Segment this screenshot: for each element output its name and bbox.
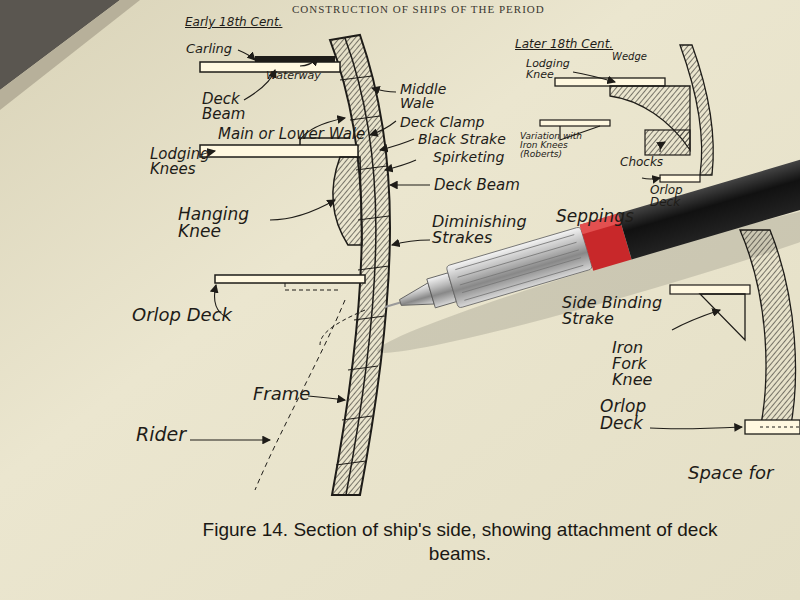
part-label: Rider bbox=[136, 425, 186, 444]
part-label: Iron Fork Knee bbox=[612, 340, 682, 388]
part-label: Main or Lower Wale bbox=[218, 127, 365, 142]
part-label: Wedge bbox=[612, 52, 647, 62]
part-label: Lodging Knee bbox=[526, 58, 574, 80]
part-label: Chocks bbox=[620, 156, 663, 168]
figure-caption: Figure 14. Section of ship's side, showi… bbox=[180, 518, 740, 566]
part-label: Carling bbox=[186, 42, 232, 55]
part-label: Variation with Iron Knees (Roberts) bbox=[520, 132, 600, 159]
part-label: Diminishing Strakes bbox=[432, 214, 542, 246]
part-label: Frame bbox=[253, 385, 310, 403]
running-head: CONSTRUCTION OF SHIPS OF THE PERIOD bbox=[292, 4, 545, 15]
mechanical-pencil bbox=[359, 132, 800, 369]
part-label: Deck Beam bbox=[202, 92, 252, 122]
part-label: Early 18th Cent. bbox=[185, 16, 282, 28]
part-label: Seppings bbox=[556, 208, 634, 225]
part-label: Black Strake bbox=[418, 132, 506, 146]
part-label: Orlop Deck bbox=[650, 184, 700, 208]
part-label: Middle Wale bbox=[400, 82, 452, 110]
part-label: Deck Beam bbox=[434, 178, 520, 193]
part-label: Deck Clamp bbox=[400, 115, 484, 129]
part-label: Side Binding Strake bbox=[562, 295, 672, 327]
part-label: Lodging Knees bbox=[150, 147, 200, 177]
part-label: Spirketing bbox=[433, 150, 523, 164]
part-label: Waterway bbox=[266, 70, 321, 81]
part-label: Later 18th Cent. bbox=[515, 38, 613, 50]
part-label: Hanging Knee bbox=[178, 206, 268, 240]
part-label: Orlop Deck bbox=[132, 306, 232, 324]
part-label: Space for bbox=[688, 464, 773, 482]
part-label: Orlop Deck bbox=[600, 398, 652, 432]
